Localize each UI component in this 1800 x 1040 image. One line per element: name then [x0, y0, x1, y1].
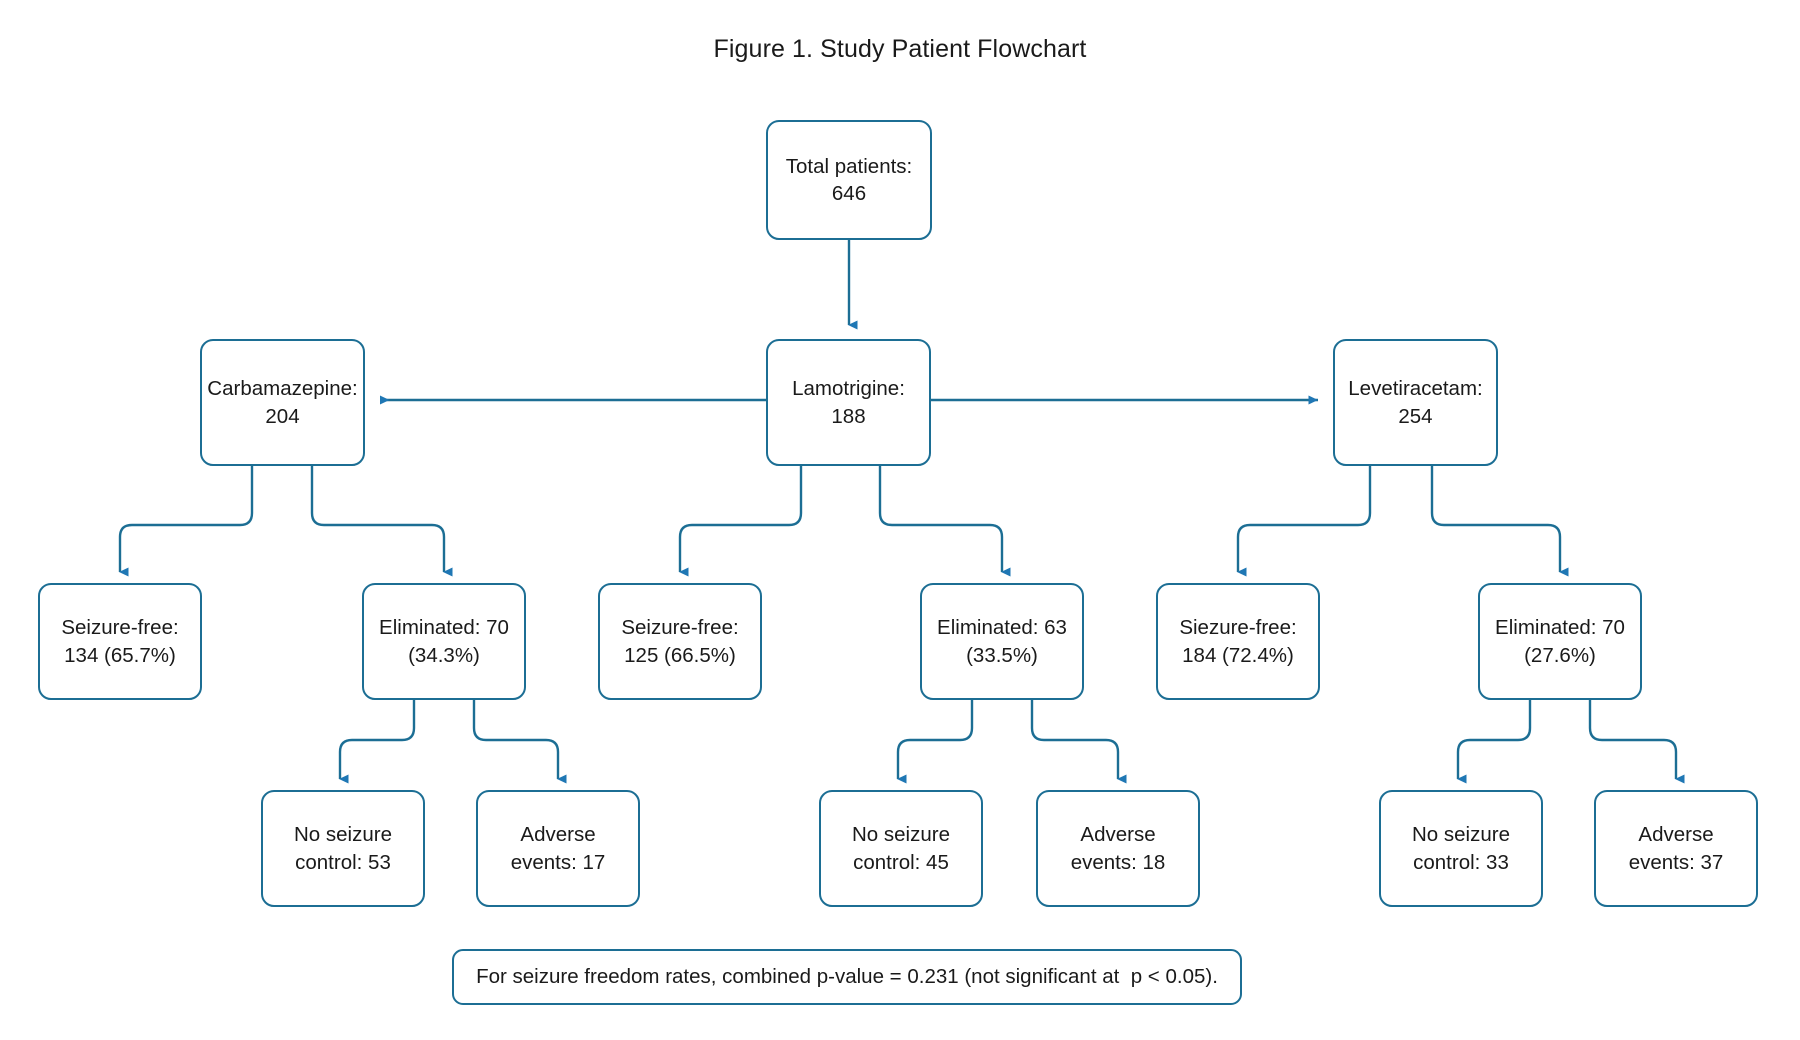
edge-lev-elim-to-adverse	[1588, 700, 1685, 784]
edge-ltg-to-eliminated	[878, 466, 1011, 577]
node-lev-eliminated-label: Eliminated: 70 (27.6%)	[1495, 616, 1625, 667]
footnote-box: For seizure freedom rates, combined p-va…	[452, 949, 1242, 1005]
node-cbz-eliminated-label: Eliminated: 70 (34.3%)	[379, 616, 509, 667]
node-arm-levetiracetam[interactable]: Levetiracetam: 254	[1333, 339, 1498, 466]
edge-ltg-to-seizure-free	[678, 466, 803, 577]
node-ltg-eliminated-label: Eliminated: 63 (33.5%)	[937, 616, 1067, 667]
node-ltg-seizure-free[interactable]: Seizure-free: 125 (66.5%)	[598, 583, 762, 700]
edge-ltg-elim-to-no-control	[896, 700, 974, 784]
node-ltg-eliminated[interactable]: Eliminated: 63 (33.5%)	[920, 583, 1084, 700]
edge-cbz-to-seizure-free	[118, 466, 254, 577]
node-lev-seizure-free[interactable]: Siezure-free: 184 (72.4%)	[1156, 583, 1320, 700]
node-cbz-adverse-events[interactable]: Adverse events: 17	[476, 790, 640, 907]
node-ltg-no-seizure-control[interactable]: No seizure control: 45	[819, 790, 983, 907]
node-arm-carbamazepine[interactable]: Carbamazepine: 204	[200, 339, 365, 466]
node-lev-adverse-events[interactable]: Adverse events: 37	[1594, 790, 1758, 907]
node-total-patients-label: Total patients: 646	[785, 154, 913, 205]
node-cbz-adverse-events-label: Adverse events: 17	[510, 823, 606, 874]
edge-lev-elim-to-no-control	[1456, 700, 1532, 784]
edge-cbz-elim-to-adverse	[472, 700, 567, 784]
edge-lev-to-eliminated	[1430, 466, 1569, 577]
node-cbz-no-seizure-control[interactable]: No seizure control: 53	[261, 790, 425, 907]
node-arm-lamotrigine-label: Lamotrigine: 188	[792, 377, 905, 428]
node-lev-no-seizure-control-label: No seizure control: 33	[1412, 823, 1510, 874]
node-ltg-no-seizure-control-label: No seizure control: 45	[852, 823, 950, 874]
node-cbz-eliminated[interactable]: Eliminated: 70 (34.3%)	[362, 583, 526, 700]
node-ltg-adverse-events-label: Adverse events: 18	[1070, 823, 1166, 874]
node-cbz-no-seizure-control-label: No seizure control: 53	[294, 823, 392, 874]
node-ltg-seizure-free-label: Seizure-free: 125 (66.5%)	[621, 616, 739, 667]
page-title: Figure 1. Study Patient Flowchart	[713, 35, 1087, 63]
node-lev-eliminated[interactable]: Eliminated: 70 (27.6%)	[1478, 583, 1642, 700]
edge-cbz-elim-to-no-control	[338, 700, 416, 784]
node-ltg-adverse-events[interactable]: Adverse events: 18	[1036, 790, 1200, 907]
node-arm-levetiracetam-label: Levetiracetam: 254	[1348, 377, 1483, 428]
node-cbz-seizure-free-label: Seizure-free: 134 (65.7%)	[61, 616, 179, 667]
footnote-text: For seizure freedom rates, combined p-va…	[476, 965, 1218, 988]
edge-ltg-elim-to-adverse	[1030, 700, 1127, 784]
edge-cbz-to-eliminated	[310, 466, 453, 577]
node-arm-carbamazepine-label: Carbamazepine: 204	[207, 377, 358, 428]
node-lev-adverse-events-label: Adverse events: 37	[1628, 823, 1724, 874]
node-arm-lamotrigine[interactable]: Lamotrigine: 188	[766, 339, 931, 466]
node-total-patients[interactable]: Total patients: 646	[766, 120, 932, 240]
edge-lev-to-seizure-free	[1236, 466, 1372, 577]
node-cbz-seizure-free[interactable]: Seizure-free: 134 (65.7%)	[38, 583, 202, 700]
node-lev-no-seizure-control[interactable]: No seizure control: 33	[1379, 790, 1543, 907]
node-lev-seizure-free-label: Siezure-free: 184 (72.4%)	[1179, 616, 1297, 667]
